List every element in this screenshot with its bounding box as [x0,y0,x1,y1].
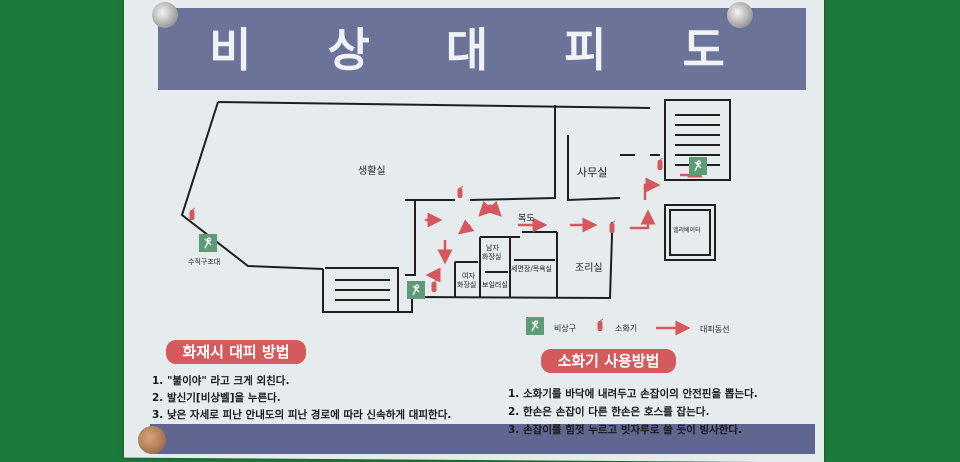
fire-step-3: 3. 낮은 자세로 피난 안내도의 피난 경로에 따라 신속하게 대피한다. [152,409,452,421]
emergency-exit-icon [198,233,218,253]
extinguisher-step-1: 1. 소화기를 바닥에 내려두고 손잡이의 안전핀을 뽑는다. [508,388,758,400]
poster-title: 비 상 대 피 도 [209,23,755,77]
room-elevator: 엘리베이터 [673,226,701,234]
legend-exit-icon [525,316,545,336]
pin-icon [152,2,178,28]
legend: 비상구 소화기 대피동선 [525,316,729,336]
legend-exit-label: 비상구 [554,323,576,333]
room-womens-restroom: 여자 [462,271,475,280]
fire-evacuation-heading: 화재시 대피 방법 [166,340,306,364]
room-corridor: 복도 [518,213,535,224]
room-living: 생활실 [358,164,386,177]
emergency-exit-icon [406,280,426,300]
emergency-exit-icon [688,156,708,176]
extinguisher-icon [657,157,664,171]
extinguisher-step-3: 3. 손잡이를 힘껏 누르고 빗자루로 쓸 듯이 빙사한다. [508,424,743,436]
room-office: 사무실 [577,166,607,179]
extinguisher-usage-heading: 소화기 사용방법 [541,349,676,373]
evacuation-route-arrows [425,162,703,283]
legend-extinguisher-icon [597,318,604,332]
extinguisher-icon [431,279,438,293]
extinguisher-icon [189,207,196,221]
extinguisher-icon [457,185,464,199]
room-mens-restroom: 화장실 [482,252,501,261]
fire-step-1: 1. "불이야" 라고 크게 외친다. [152,375,290,387]
walls [180,99,731,313]
floor-plan: 생활실 사무실 복도 남자 화장실 여자 화장실 보일러실 세면장/목욕실 조리… [180,99,731,336]
room-womens-restroom: 화장실 [457,280,476,289]
extinguisher-icon [609,220,616,234]
extinguisher-step-2: 2. 한손은 손잡이 다른 한손은 호스를 잡는다. [508,406,710,418]
legend-route-label: 대피동선 [700,325,729,334]
header-band [158,8,806,90]
room-mens-restroom: 남자 [486,243,499,252]
room-washroom: 세면장/목욕실 [511,264,552,273]
room-boiler: 보일러실 [482,280,508,289]
legend-extinguisher-label: 소화기 [615,324,637,333]
pin-icon [727,2,753,28]
room-kitchen: 조리실 [575,262,603,274]
rescue-chute-label: 수직구조대 [188,257,220,266]
fire-step-2: 2. 발신기[비상벨]을 누른다. [152,392,281,404]
